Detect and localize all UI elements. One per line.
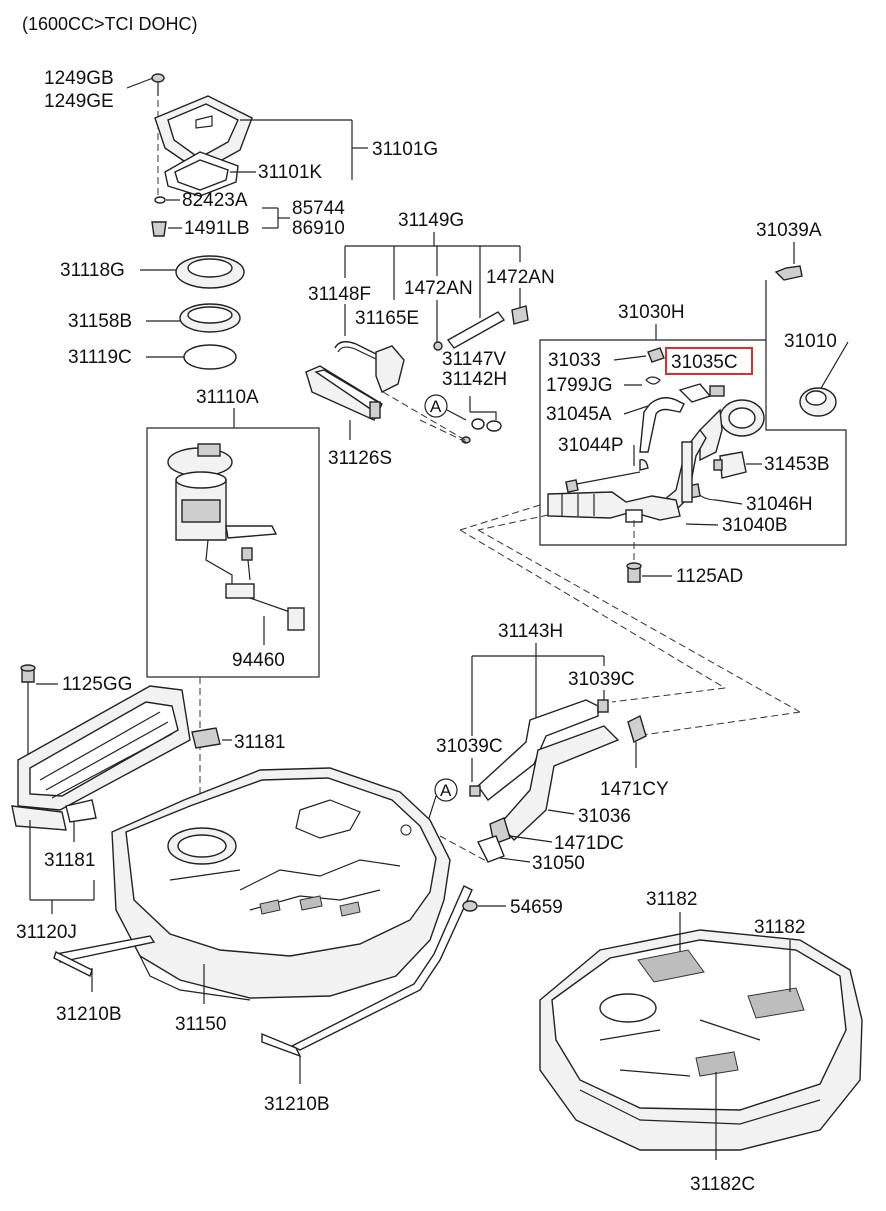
fuel-tank-main (111, 767, 451, 1001)
label-31126S: 31126S (328, 448, 392, 469)
label-54659: 54659 (510, 897, 563, 918)
label-86910: 86910 (292, 218, 345, 239)
label-1472AN-b: 1472AN (486, 267, 555, 288)
label-31044P: 31044P (558, 435, 624, 456)
label-31142H: 31142H (442, 369, 507, 390)
leaders-31149G (344, 232, 521, 342)
label-31182-a: 31182 (646, 889, 697, 910)
label-31120J: 31120J (16, 922, 77, 943)
label-31040B: 31040B (722, 515, 788, 536)
label-31147V: 31147V (442, 349, 506, 370)
label-1471DC: 1471DC (554, 833, 624, 854)
label-31181-a: 31181 (234, 732, 285, 753)
label-1491LB: 1491LB (184, 218, 250, 239)
label-85744: 85744 (292, 198, 345, 219)
label-1799JG: 1799JG (546, 375, 613, 396)
label-31035C: 31035C (671, 352, 738, 373)
label-31010: 31010 (784, 331, 837, 352)
label-31039C-a: 31039C (568, 669, 635, 690)
filler-hoses (469, 699, 647, 863)
diagram-title: (1600CC>TCI DOHC) (22, 14, 198, 34)
label-1125AD: 1125AD (676, 566, 743, 587)
highlight-box (665, 347, 753, 375)
label-31210B-b: 31210B (264, 1094, 330, 1115)
tank-straps (53, 885, 473, 1058)
label-31453B: 31453B (764, 454, 830, 475)
label-31046H: 31046H (746, 494, 813, 515)
leaders-31143H (471, 643, 605, 782)
label-31143H: 31143H (498, 621, 563, 642)
label-82423A: 82423A (182, 190, 248, 211)
vent-hose-parts (305, 305, 529, 444)
label-31165E: 31165E (355, 308, 419, 329)
label-31118G: 31118G (60, 260, 125, 281)
label-1472AN-a: 1472AN (404, 278, 473, 299)
label-31101G: 31101G (372, 139, 438, 160)
fuel-pump-box (146, 427, 320, 678)
callout-A-bottom: A (440, 781, 452, 800)
pad-31181-upper (191, 727, 221, 749)
label-31149G: 31149G (398, 210, 464, 231)
fuel-tank-pads-view (539, 929, 863, 1151)
fuel-pump-module (167, 443, 305, 631)
leaders-top-left (126, 77, 368, 358)
label-31050: 31050 (532, 853, 585, 874)
label-1249GE: 1249GE (44, 91, 114, 112)
label-1125GG: 1125GG (62, 674, 132, 695)
pad-31181-lower (65, 799, 97, 823)
heat-shield (11, 685, 191, 831)
clip-54659 (462, 900, 478, 912)
label-31210B-a: 31210B (56, 1004, 122, 1025)
label-31181-b: 31181 (44, 850, 95, 871)
label-31182-b: 31182 (754, 917, 805, 938)
label-31119C: 31119C (68, 347, 132, 368)
label-31039A: 31039A (756, 220, 822, 241)
label-31036: 31036 (578, 806, 631, 827)
label-31148F: 31148F (308, 284, 371, 305)
filler-neck-assembly (547, 347, 765, 523)
label-31030H: 31030H (618, 302, 685, 323)
bolt-31039A (774, 265, 803, 281)
bolt-1125GG (20, 664, 36, 760)
label-31045A: 31045A (546, 404, 612, 425)
label-31101K: 31101K (258, 162, 322, 183)
label-31158B: 31158B (68, 311, 132, 332)
bolt-1125AD (626, 562, 642, 583)
label-31039C-b: 31039C (436, 736, 503, 757)
label-31110A: 31110A (196, 387, 259, 408)
fuel-cap-31010 (799, 387, 837, 417)
connection-lines (419, 419, 801, 737)
label-31033: 31033 (548, 350, 601, 371)
label-94460: 94460 (232, 650, 285, 671)
label-1471CY: 1471CY (600, 779, 669, 800)
cover-plate-assembly (151, 73, 253, 370)
label-31182C: 31182C (690, 1174, 755, 1195)
callout-A-top: A (430, 397, 442, 416)
label-1249GB: 1249GB (44, 68, 114, 89)
label-31150: 31150 (175, 1014, 226, 1035)
